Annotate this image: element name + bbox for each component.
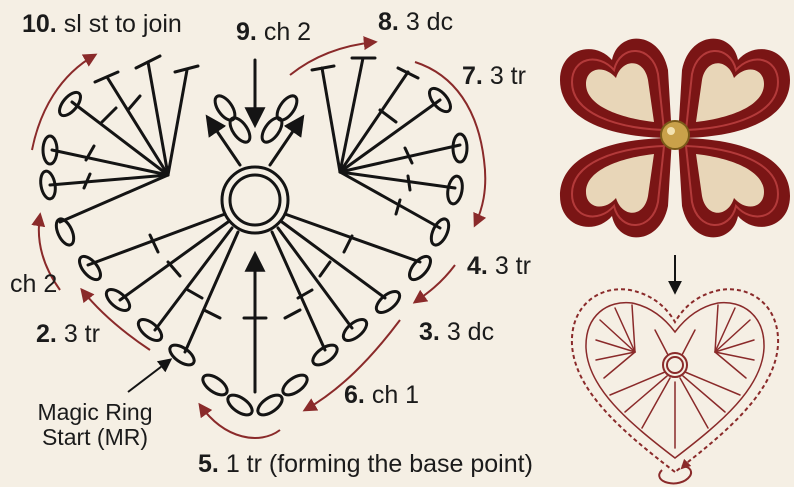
label-step-5: 5. 1 tr (forming the base point) [198,452,533,477]
arrow-step5-base [200,405,280,438]
small-heart-loop-arrow [659,467,691,484]
direction-arrows [32,42,485,438]
stitch-base-point [244,255,266,392]
label-magic-ring-line1: Magic Ring [20,400,170,425]
label-step-4: 4. 3 tr [467,254,531,279]
stitch-fan-top-left [50,56,198,222]
stitch-ch2-top [208,60,302,165]
label-magic-ring-line2: Start (MR) [20,425,170,450]
label-step-3: 3. 3 dc [419,320,494,345]
label-step-9: 9. ch 2 [236,20,311,45]
main-heart-diagram [32,42,485,438]
flower-petal-top-right [678,39,790,138]
label-step-6: 6. ch 1 [344,383,419,408]
flower-center-bead [661,121,689,149]
label-ch2-side: ch 2 [10,272,57,297]
label-step-8: 8. 3 dc [378,10,453,35]
stitch-ovals-right [255,85,467,419]
stitch-fan-lower-left [88,214,238,352]
flower-petal-top-left [560,39,672,138]
stitch-fan-top-right [312,58,460,228]
magic-ring [222,167,288,233]
label-step-7: 7. 3 tr [462,64,526,89]
small-heart-diagram [572,289,778,483]
four-heart-flower [560,39,790,238]
magic-ring-pointer-arrow [128,360,170,392]
label-step-10: 10. sl st to join [22,12,182,37]
label-magic-ring-start: Magic Ring Start (MR) [20,400,170,451]
flower-petal-bottom-left [560,138,672,237]
arrow-step4-right [415,265,455,302]
flower-petal-bottom-right [678,138,790,237]
small-heart-ring [663,353,687,377]
label-step-2: 2. 3 tr [36,322,100,347]
